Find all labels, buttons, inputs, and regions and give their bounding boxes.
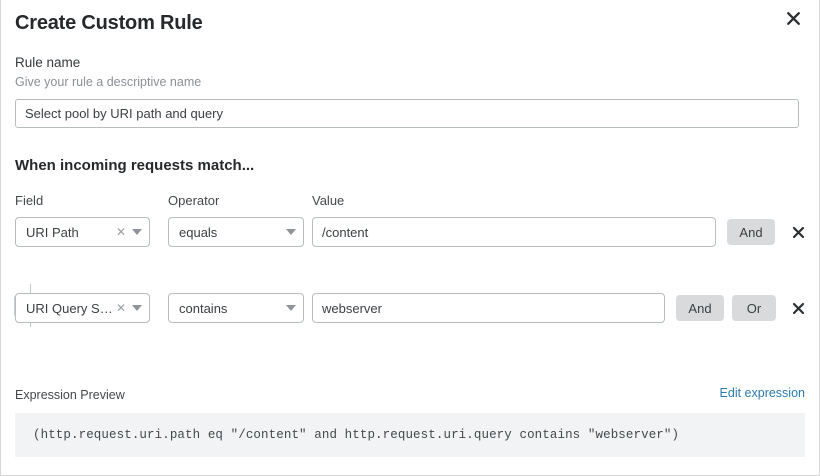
chevron-down-icon [132, 229, 142, 235]
and-button-row-1[interactable]: And [727, 219, 775, 245]
expression-preview-code: (http.request.uri.path eq "/content" and… [33, 428, 680, 442]
rule-name-help-text: Give your rule a descriptive name [15, 75, 202, 89]
edit-expression-link[interactable]: Edit expression [719, 386, 805, 400]
rule-name-input[interactable] [15, 99, 799, 128]
delete-condition-row-2-button[interactable] [789, 297, 807, 319]
rule-name-section: Rule name Give your rule a descriptive n… [15, 54, 805, 128]
column-header-value: Value [312, 193, 345, 208]
expression-preview-box: (http.request.uri.path eq "/content" and… [15, 413, 805, 457]
and-button-row-2[interactable]: And [676, 295, 724, 321]
close-icon [792, 302, 805, 315]
expression-preview-section: Expression Preview Edit expression (http… [15, 386, 805, 457]
delete-condition-row-1-button[interactable] [789, 221, 807, 243]
column-header-operator: Operator [168, 193, 220, 208]
value-input-row-1[interactable] [312, 217, 716, 247]
operator-select-row-1[interactable]: equals [168, 217, 304, 247]
field-select-value-row-1: URI Path [26, 224, 79, 240]
field-select-value-row-2: URI Query St... [26, 300, 113, 316]
chevron-down-icon [286, 305, 296, 311]
close-icon [792, 226, 805, 239]
page-title: Create Custom Rule [15, 12, 203, 34]
operator-select-value-row-2: contains [179, 300, 228, 316]
condition-row: URI Query St... ✕ contains And Or [15, 293, 805, 323]
chevron-down-icon [132, 305, 142, 311]
clear-icon[interactable]: ✕ [115, 301, 126, 315]
expression-preview-title: Expression Preview [15, 388, 125, 402]
chevron-down-icon [286, 229, 296, 235]
operator-select-row-2[interactable]: contains [168, 293, 304, 323]
value-input-row-2[interactable] [312, 293, 665, 323]
rule-name-label: Rule name [15, 55, 81, 70]
clear-icon[interactable]: ✕ [115, 225, 126, 239]
field-select-row-1[interactable]: URI Path ✕ [15, 217, 150, 247]
column-header-field: Field [15, 193, 44, 208]
condition-row: URI Path ✕ equals And [15, 217, 805, 247]
close-modal-button[interactable] [781, 6, 805, 30]
close-icon [786, 11, 801, 26]
condition-column-headers: Field Operator Value [15, 193, 805, 211]
or-button-row-2[interactable]: Or [732, 295, 776, 321]
conditions-heading: When incoming requests match... [15, 157, 255, 174]
operator-select-value-row-1: equals [179, 224, 218, 240]
modal-header: Create Custom Rule [15, 0, 805, 44]
field-select-row-2[interactable]: URI Query St... ✕ [15, 293, 150, 323]
expression-preview-header: Expression Preview Edit expression [15, 386, 805, 404]
